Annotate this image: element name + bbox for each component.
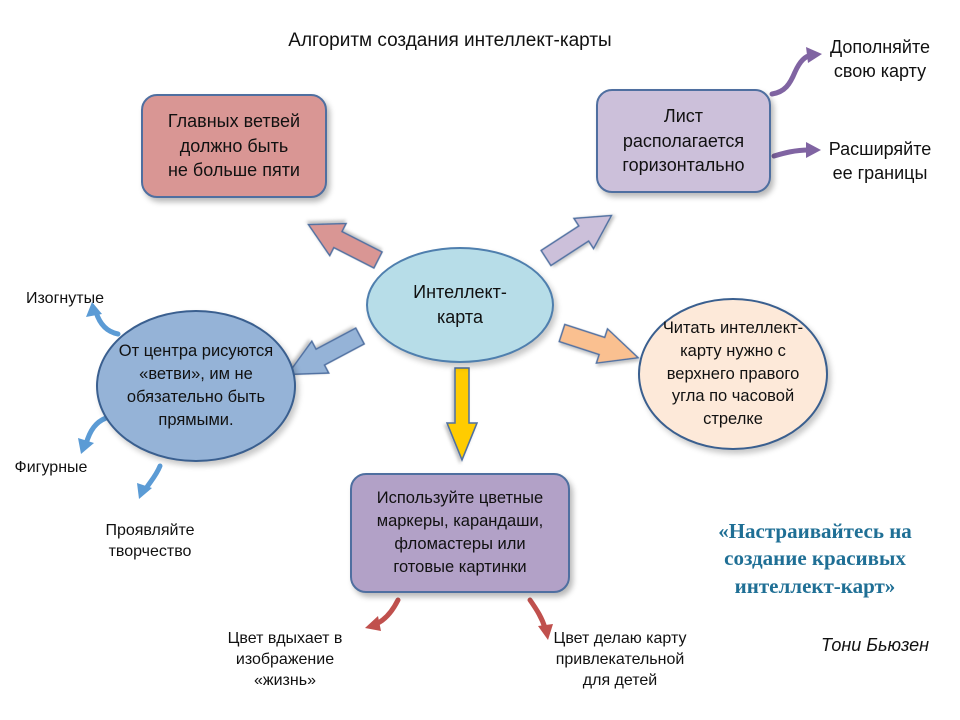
curve-arrow-life [365,597,401,631]
node-color-text: Используйте цветные маркеры, карандаши, … [376,489,544,576]
arrow-to-read [558,323,640,364]
arrow-to-draw [286,327,366,376]
arrow-to-sheet [540,214,613,267]
label-color-kids: Цвет делаю карту привлекательной для дет… [553,630,687,690]
arrow-to-branches [307,222,384,270]
curve-arrow-kids [527,597,553,640]
quote: «Настраивайтесь на создание красивых инт… [718,519,912,598]
curve-arrow-creative [137,463,163,499]
node-draw-branches: От центра рисуются «ветви», им не обязат… [96,310,296,462]
curve-arrow-supplement [769,47,822,97]
page-title: Алгоритм создания интеллект-карты [288,30,612,51]
node-branches-limit: Главных ветвей должно быть не больше пят… [141,94,327,198]
label-figured: Фигурные [14,459,88,476]
label-color-life: Цвет вдыхает в изображение «жизнь» [227,630,343,690]
node-read-text: Читать интеллект- карту нужно с верхнего… [662,319,804,429]
label-curved: Изогнутые [26,290,104,307]
node-branches-text: Главных ветвей должно быть не больше пят… [167,110,301,181]
node-sheet-text: Лист располагается горизонтально [622,105,745,176]
curve-arrow-figured [78,415,109,454]
arrow-to-color [445,367,479,462]
node-draw-text: От центра рисуются «ветви», им не обязат… [118,342,274,429]
node-use-colors: Используйте цветные маркеры, карандаши, … [350,473,570,593]
node-sheet-horizontal: Лист располагается горизонтально [596,89,771,193]
label-expand: Расширяйте ее границы [828,139,932,183]
center-node: Интеллект- карта [366,247,554,363]
label-creative: Проявляйте творчество [105,522,195,561]
curve-arrow-curved [86,302,121,337]
node-read-direction: Читать интеллект- карту нужно с верхнего… [638,298,828,450]
curve-arrow-expand [771,142,821,159]
quote-author: Тони Бьюзен [820,635,930,655]
center-node-text: Интеллект- карта [413,282,507,327]
label-supplement: Дополняйте свою карту [829,37,931,81]
